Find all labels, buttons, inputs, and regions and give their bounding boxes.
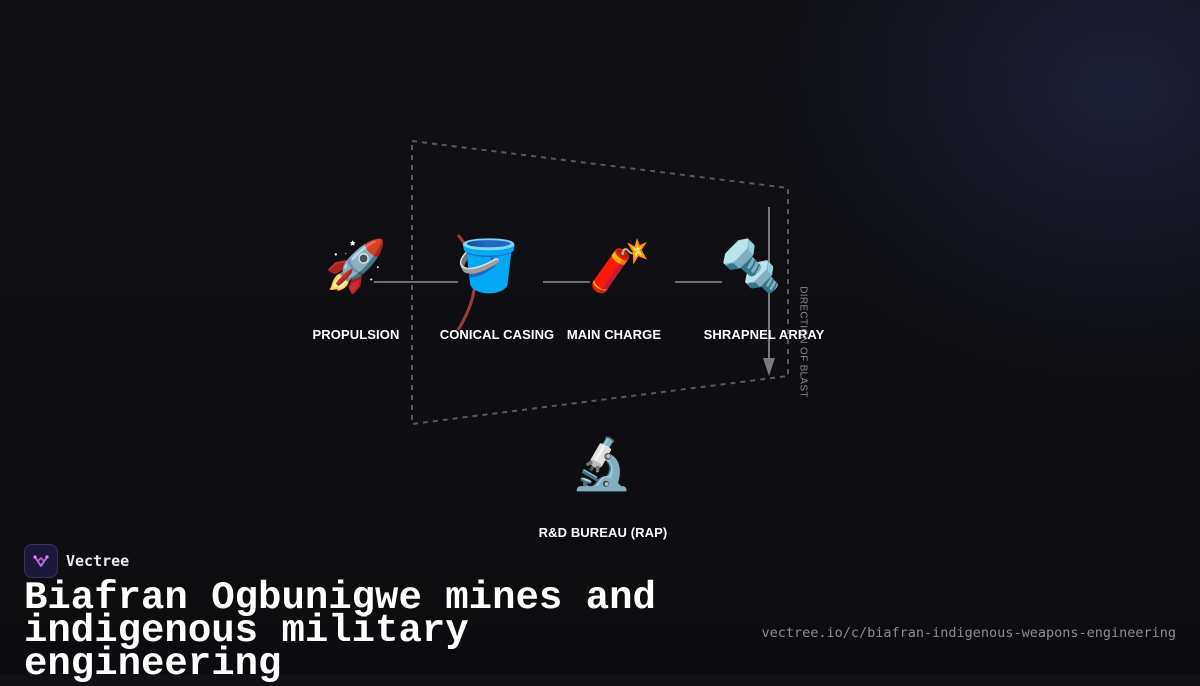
- brand-name: Vectree: [66, 552, 130, 570]
- firecracker-icon: 🧨: [588, 237, 652, 295]
- node-label-propulsion: PROPULSION: [312, 327, 400, 342]
- microscope-icon: 🔬: [570, 435, 634, 493]
- cone-outline: [411, 139, 789, 426]
- page-title: Biafran Ogbunigwe mines and indigenous m…: [24, 576, 656, 686]
- vectree-logo-icon: [24, 544, 58, 578]
- bucket-icon: 🪣: [456, 237, 520, 295]
- node-label-shrapnel-array: SHRAPNEL ARRAY: [703, 327, 825, 342]
- fuse-wire: [456, 234, 477, 331]
- node-label-main-charge: MAIN CHARGE: [566, 327, 662, 342]
- rocket-icon: 🚀: [324, 237, 388, 295]
- node-label-conical-casing: CONICAL CASING: [439, 327, 555, 342]
- blast-direction-label: DIRECTION OF BLAST: [797, 286, 809, 398]
- source-url: vectree.io/c/biafran-indigenous-weapons-…: [761, 625, 1176, 641]
- blast-direction-arrowhead: [763, 358, 775, 376]
- node-label-rd-bureau: R&D BUREAU (RAP): [538, 525, 668, 540]
- nut-and-bolt-icon: 🔩: [719, 237, 783, 295]
- brand: Vectree: [24, 544, 129, 578]
